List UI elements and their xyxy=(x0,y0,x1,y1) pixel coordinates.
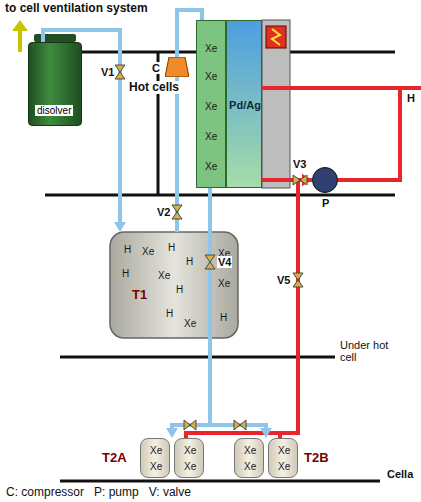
compressor-symbol: C xyxy=(165,57,189,77)
valve-symbol xyxy=(115,72,125,79)
valve-symbol xyxy=(300,175,307,185)
pipe-connector xyxy=(186,180,302,438)
label-text: V1 xyxy=(100,66,115,78)
gas-bottle: XeXe xyxy=(140,438,170,478)
tank-group: T2BXeXeXeXe xyxy=(232,438,300,478)
tank-body xyxy=(110,232,238,338)
label-text: Under hot cell xyxy=(340,339,402,363)
heater-housing xyxy=(262,20,290,188)
floor-line xyxy=(60,356,335,359)
label-text: H xyxy=(406,92,416,104)
dissolver-lid xyxy=(34,34,76,42)
compressor-shape xyxy=(165,57,189,77)
node-text: Xe xyxy=(205,161,217,172)
node-text: Xe xyxy=(278,445,290,456)
valve-symbol xyxy=(172,212,182,219)
node-text: H xyxy=(186,256,193,267)
node-text: Xe xyxy=(244,461,256,472)
node-text: Xe xyxy=(205,131,217,142)
vent-arrow-head xyxy=(12,20,28,31)
tank-group: T2AXeXeXeXe xyxy=(138,438,206,478)
node-text: Xe xyxy=(278,461,290,472)
node-text: C xyxy=(151,62,161,74)
node-text: H xyxy=(124,244,131,255)
node-text: H xyxy=(176,284,183,295)
node-text: Xe xyxy=(218,278,230,289)
label-text: Hot cells xyxy=(128,81,180,94)
valve-symbol xyxy=(293,175,300,185)
valve-symbol xyxy=(205,262,215,269)
compressor-shape xyxy=(165,57,189,77)
valve-symbol xyxy=(293,273,303,280)
label-text: V3 xyxy=(292,158,307,170)
valve-symbol xyxy=(234,420,240,430)
node-text: Xe xyxy=(184,461,196,472)
label-text: V2 xyxy=(156,206,171,218)
node-text: H xyxy=(220,312,227,323)
node-text: Xe xyxy=(184,445,196,456)
floor-line xyxy=(45,194,395,197)
valve-symbol xyxy=(190,420,196,430)
title-text: to cell ventilation system xyxy=(5,2,148,15)
node-text: Pd/Ag xyxy=(229,99,261,111)
valve-symbol xyxy=(172,205,182,212)
label-text: V4 xyxy=(217,256,232,268)
storage-tank: T1HXeHHXeHXeHXeHXeH xyxy=(110,232,238,338)
pump-symbol: P xyxy=(312,167,338,193)
node-text: Xe xyxy=(142,246,154,257)
label-text: C: compressor P: pump V: valve xyxy=(6,486,191,499)
vent-arrow xyxy=(18,30,22,52)
node-text: Xe xyxy=(184,318,196,329)
valve-symbol xyxy=(205,255,215,262)
node-text: Xe xyxy=(205,43,217,54)
gas-bottle: XeXe xyxy=(234,438,264,478)
node-text: H xyxy=(122,268,129,279)
pipe-connector xyxy=(210,188,266,428)
label-text: V5 xyxy=(276,274,291,286)
arrow-head xyxy=(114,222,126,232)
valve-symbol xyxy=(240,420,246,430)
pd-ag-membrane: Pd/Ag xyxy=(226,20,262,188)
arrow-head xyxy=(166,428,178,438)
label-text: Cella xyxy=(386,468,414,480)
floor-line xyxy=(60,480,380,483)
heater-bolt xyxy=(272,29,280,45)
node-text: Xe xyxy=(205,101,217,112)
valve-symbol xyxy=(115,65,125,72)
valve-symbol xyxy=(184,420,190,430)
gas-column: XeXeXeXeXe xyxy=(196,20,226,188)
node-text: Xe xyxy=(158,270,170,281)
gas-bottle: XeXe xyxy=(268,438,298,478)
node-text: Xe xyxy=(205,71,217,82)
node-text: H xyxy=(168,242,175,253)
node-text: T2A xyxy=(102,451,127,465)
node-text: T2B xyxy=(304,451,329,465)
arrow-head xyxy=(260,428,272,438)
node-text: Xe xyxy=(150,461,162,472)
hydrogen-line xyxy=(400,86,421,90)
node-text: disolver xyxy=(35,105,73,116)
gas-bottle: XeXe xyxy=(174,438,204,478)
valve-symbol xyxy=(293,280,303,287)
node-text: Xe xyxy=(244,445,256,456)
dissolver-tank: disolver xyxy=(28,42,82,126)
node-text: T1 xyxy=(132,288,147,302)
node-text: H xyxy=(166,308,173,319)
node-text: Xe xyxy=(150,445,162,456)
node-text: P xyxy=(321,197,330,209)
heater-symbol xyxy=(266,26,286,48)
